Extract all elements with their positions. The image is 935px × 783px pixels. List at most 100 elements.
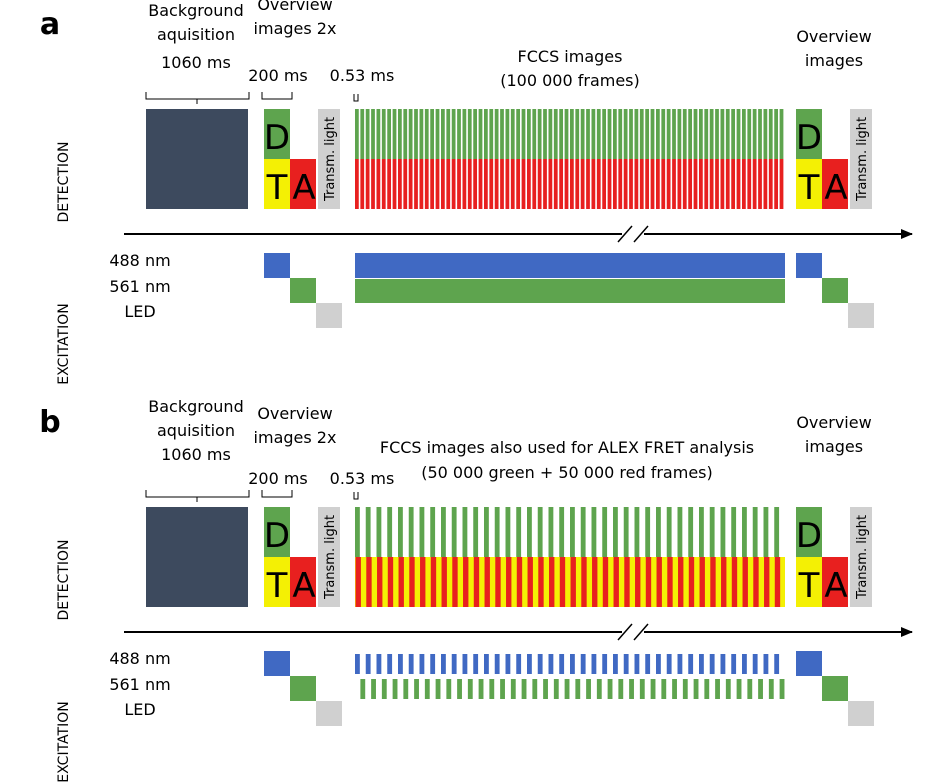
fccs-red-frame bbox=[452, 557, 458, 607]
excitation-fccs-488-pulse bbox=[688, 654, 694, 674]
fccs-red-frame bbox=[360, 159, 365, 209]
fccs-green-frame bbox=[752, 507, 758, 557]
overview-end-acceptor-cell bbox=[822, 159, 848, 209]
excitation-end-561-step bbox=[822, 676, 848, 701]
fccs-red-frame bbox=[688, 557, 695, 607]
fccs-green-frame bbox=[709, 109, 714, 159]
fccs-green-frame bbox=[661, 109, 666, 159]
fccs-green-frame bbox=[494, 109, 499, 159]
excitation-end-488-step bbox=[796, 651, 822, 676]
excitation-fccs-561-pulse bbox=[736, 679, 742, 699]
excitation-561-label: 561 nm bbox=[109, 277, 170, 296]
fccs-green-frame bbox=[451, 109, 456, 159]
excitation-fccs-488-pulse bbox=[462, 654, 468, 674]
fccs-red-frame bbox=[678, 557, 684, 607]
excitation-fccs-488-pulse bbox=[763, 654, 769, 674]
fccs-red-frame bbox=[446, 159, 451, 209]
fccs-red-frame bbox=[699, 557, 705, 607]
fccs-green-frame bbox=[666, 507, 672, 557]
frame-time: 0.53 ms bbox=[330, 66, 395, 85]
fccs-green-frame bbox=[430, 109, 435, 159]
fccs-red-frame bbox=[478, 159, 483, 209]
fccs-red-frame bbox=[602, 159, 607, 209]
fccs-green-frame bbox=[510, 109, 515, 159]
fccs-green-frame bbox=[742, 109, 746, 159]
fccs-red-frame bbox=[639, 159, 644, 209]
excitation-fccs-488-pulse bbox=[731, 654, 737, 674]
fccs-green-frame bbox=[419, 507, 425, 557]
excitation-fccs-488-pulse bbox=[602, 654, 608, 674]
fccs-green-frame bbox=[715, 109, 719, 159]
fccs-red-frame bbox=[634, 159, 639, 209]
fccs-red-frame bbox=[420, 557, 426, 607]
fccs-green-frame bbox=[650, 109, 655, 159]
excitation-fccs-561-pulse bbox=[467, 679, 473, 699]
excitation-fccs-561-pulse bbox=[607, 679, 613, 699]
fccs-red-frame bbox=[365, 159, 370, 209]
overview-start-transfer-cell bbox=[264, 159, 290, 209]
excitation-end-561-step bbox=[822, 278, 848, 303]
fccs-green-frame bbox=[371, 109, 375, 159]
excitation-fccs-561-pulse bbox=[639, 679, 645, 699]
fccs-red-frame bbox=[414, 159, 418, 209]
fccs-red-frame bbox=[764, 557, 770, 607]
excitation-fccs-561-pulse bbox=[392, 679, 398, 699]
fccs-red-frame bbox=[516, 159, 521, 209]
fccs-green-frame bbox=[398, 507, 403, 557]
fccs-green-frame bbox=[607, 109, 612, 159]
excitation-fccs-561-pulse bbox=[532, 679, 538, 699]
fccs-green-frame bbox=[709, 507, 715, 557]
fccs-red-frame bbox=[721, 557, 727, 607]
fccs-green-frame bbox=[414, 109, 418, 159]
fccs-green-frame bbox=[478, 109, 483, 159]
background-time: 1060 ms bbox=[161, 53, 231, 72]
fccs-red-frame bbox=[462, 159, 467, 209]
fccs-red-frame bbox=[387, 159, 392, 209]
background-acquisition-block bbox=[146, 109, 248, 209]
excitation-fccs-488-pulse bbox=[645, 654, 651, 674]
overview-time-bracket bbox=[261, 490, 293, 498]
excitation-fccs-488-pulse bbox=[623, 654, 629, 674]
fccs-green-frame bbox=[489, 109, 494, 159]
excitation-fccs-488-pulse bbox=[473, 654, 479, 674]
fccs-red-frame bbox=[424, 159, 429, 209]
fccs-red-frame bbox=[457, 159, 461, 209]
fccs-red-frame bbox=[699, 159, 703, 209]
fccs-red-frame bbox=[774, 557, 781, 607]
fccs-green-frame bbox=[441, 507, 446, 557]
fccs-red-frame bbox=[505, 159, 510, 209]
fccs-green-frame bbox=[575, 109, 580, 159]
excitation-fccs-561-pulse bbox=[371, 679, 376, 699]
fccs-green-frame bbox=[355, 507, 360, 557]
overview-end-channel-d-label: D bbox=[796, 118, 822, 158]
fccs-red-frame bbox=[473, 159, 478, 209]
fccs-green-frame bbox=[656, 109, 660, 159]
overview-end-channel-a-label: A bbox=[824, 566, 847, 606]
fccs-red-frame bbox=[430, 159, 435, 209]
fccs-red-frame bbox=[580, 159, 585, 209]
fccs-green-frame bbox=[699, 109, 703, 159]
excitation-fccs-488-pulse bbox=[365, 654, 371, 674]
excitation-fccs-488-pulse bbox=[677, 654, 683, 674]
fccs-green-frame bbox=[688, 109, 693, 159]
fccs-red-frame bbox=[516, 557, 523, 607]
overview-end-donor-cell bbox=[796, 109, 822, 159]
excitation-fccs-488-pulse bbox=[516, 654, 522, 674]
excitation-fccs-488-pulse bbox=[742, 654, 747, 674]
fccs-green-frame bbox=[580, 507, 586, 557]
fccs-red-frame bbox=[618, 159, 623, 209]
fccs-red-frame bbox=[592, 557, 598, 607]
fccs-red-frame bbox=[688, 159, 693, 209]
axis-break-gap bbox=[622, 628, 644, 636]
background-label-line2: aquisition bbox=[157, 25, 235, 44]
excitation-led-label: LED bbox=[124, 700, 155, 719]
fccs-green-frame bbox=[381, 109, 386, 159]
fccs-green-frame bbox=[570, 109, 574, 159]
fccs-green-frame bbox=[430, 507, 436, 557]
excitation-fccs-488-pulse bbox=[408, 654, 414, 674]
overview-end-transfer-cell bbox=[796, 159, 822, 209]
excitation-fccs-561-pulse bbox=[693, 679, 699, 699]
fccs-red-frame bbox=[650, 159, 655, 209]
fccs-red-frame bbox=[591, 159, 596, 209]
overview-start-channel-t-label: T bbox=[266, 168, 288, 208]
